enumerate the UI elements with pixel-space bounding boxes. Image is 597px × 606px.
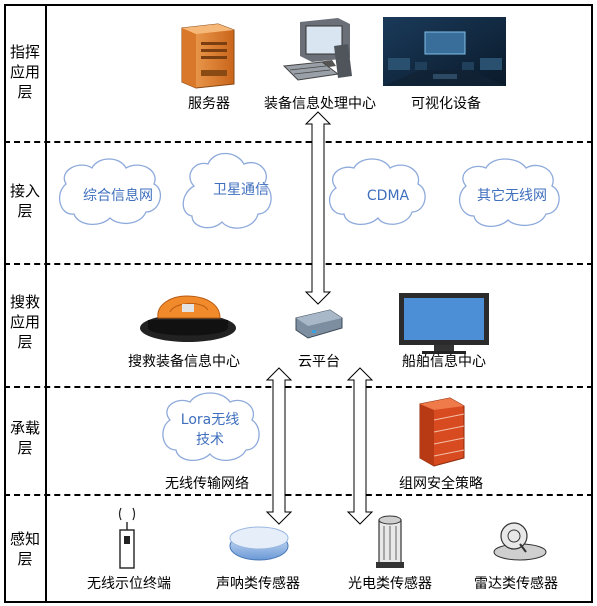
cloud-label-other-wireless: 其它无线网 (477, 188, 547, 204)
layer-column-divider (45, 4, 47, 603)
sonar-label: 声呐类传感器 (216, 576, 300, 592)
photoelectric-label: 光电类传感器 (348, 576, 432, 592)
diagram-frame (4, 4, 593, 603)
access-clouds (58, 152, 560, 229)
security-policy-label: 组网安全策略 (399, 476, 483, 492)
layer-divider (4, 263, 593, 265)
sonar-icon (229, 526, 289, 561)
router-icon (295, 309, 343, 339)
server-icon (181, 23, 235, 89)
life-raft-icon (140, 295, 236, 342)
visualization-screen-icon (383, 17, 506, 86)
layer-divider (4, 386, 593, 388)
data-flow-arrows (265, 111, 374, 525)
cloud-label-integrated-network: 综合信息网 (83, 188, 153, 204)
layer-label-command: 指挥应用层 (9, 43, 40, 101)
wireless-network-label: 无线传输网络 (165, 476, 249, 492)
layer-label-carrier: 承载层 (9, 419, 40, 457)
computer-icon (282, 18, 352, 81)
server-label: 服务器 (188, 96, 230, 112)
cloud-shape (182, 152, 272, 229)
cloud-label-cdma: CDMA (366, 188, 410, 204)
cloud-shape (458, 158, 560, 227)
visualization-label: 可视化设备 (411, 96, 481, 112)
cloud-shape (328, 158, 426, 225)
layer-label-access: 接入层 (9, 182, 40, 220)
arrow-platform-to-photoelectric (346, 367, 374, 525)
layer-divider (4, 494, 593, 496)
beacon-icon (118, 507, 136, 569)
lora-cloud-label: Lora无线技术 (180, 412, 240, 448)
layer-label-sensing: 感知层 (9, 530, 40, 568)
arrow-platform-to-center (304, 111, 332, 305)
monitor-icon (399, 293, 489, 354)
cloud-platform-label: 云平台 (298, 354, 340, 370)
radar-label: 雷达类传感器 (474, 576, 558, 592)
radar-icon (493, 522, 547, 561)
rescue-center-label: 搜救装备信息中心 (128, 354, 240, 370)
equipment-center-label: 装备信息处理中心 (264, 96, 376, 112)
arrow-platform-to-sonar (265, 367, 293, 525)
cloud-label-satellite: 卫星通信 (213, 182, 269, 198)
layer-label-rescue: 搜救应用层 (9, 293, 40, 351)
firewall-icon (419, 397, 465, 467)
lora-cloud-shape (162, 392, 260, 461)
ship-center-label: 船舶信息中心 (402, 354, 486, 370)
layer-divider (4, 141, 593, 143)
photoelectric-sensor-icon (376, 515, 404, 568)
cloud-shape (58, 158, 162, 225)
beacon-label: 无线示位终端 (87, 576, 171, 592)
